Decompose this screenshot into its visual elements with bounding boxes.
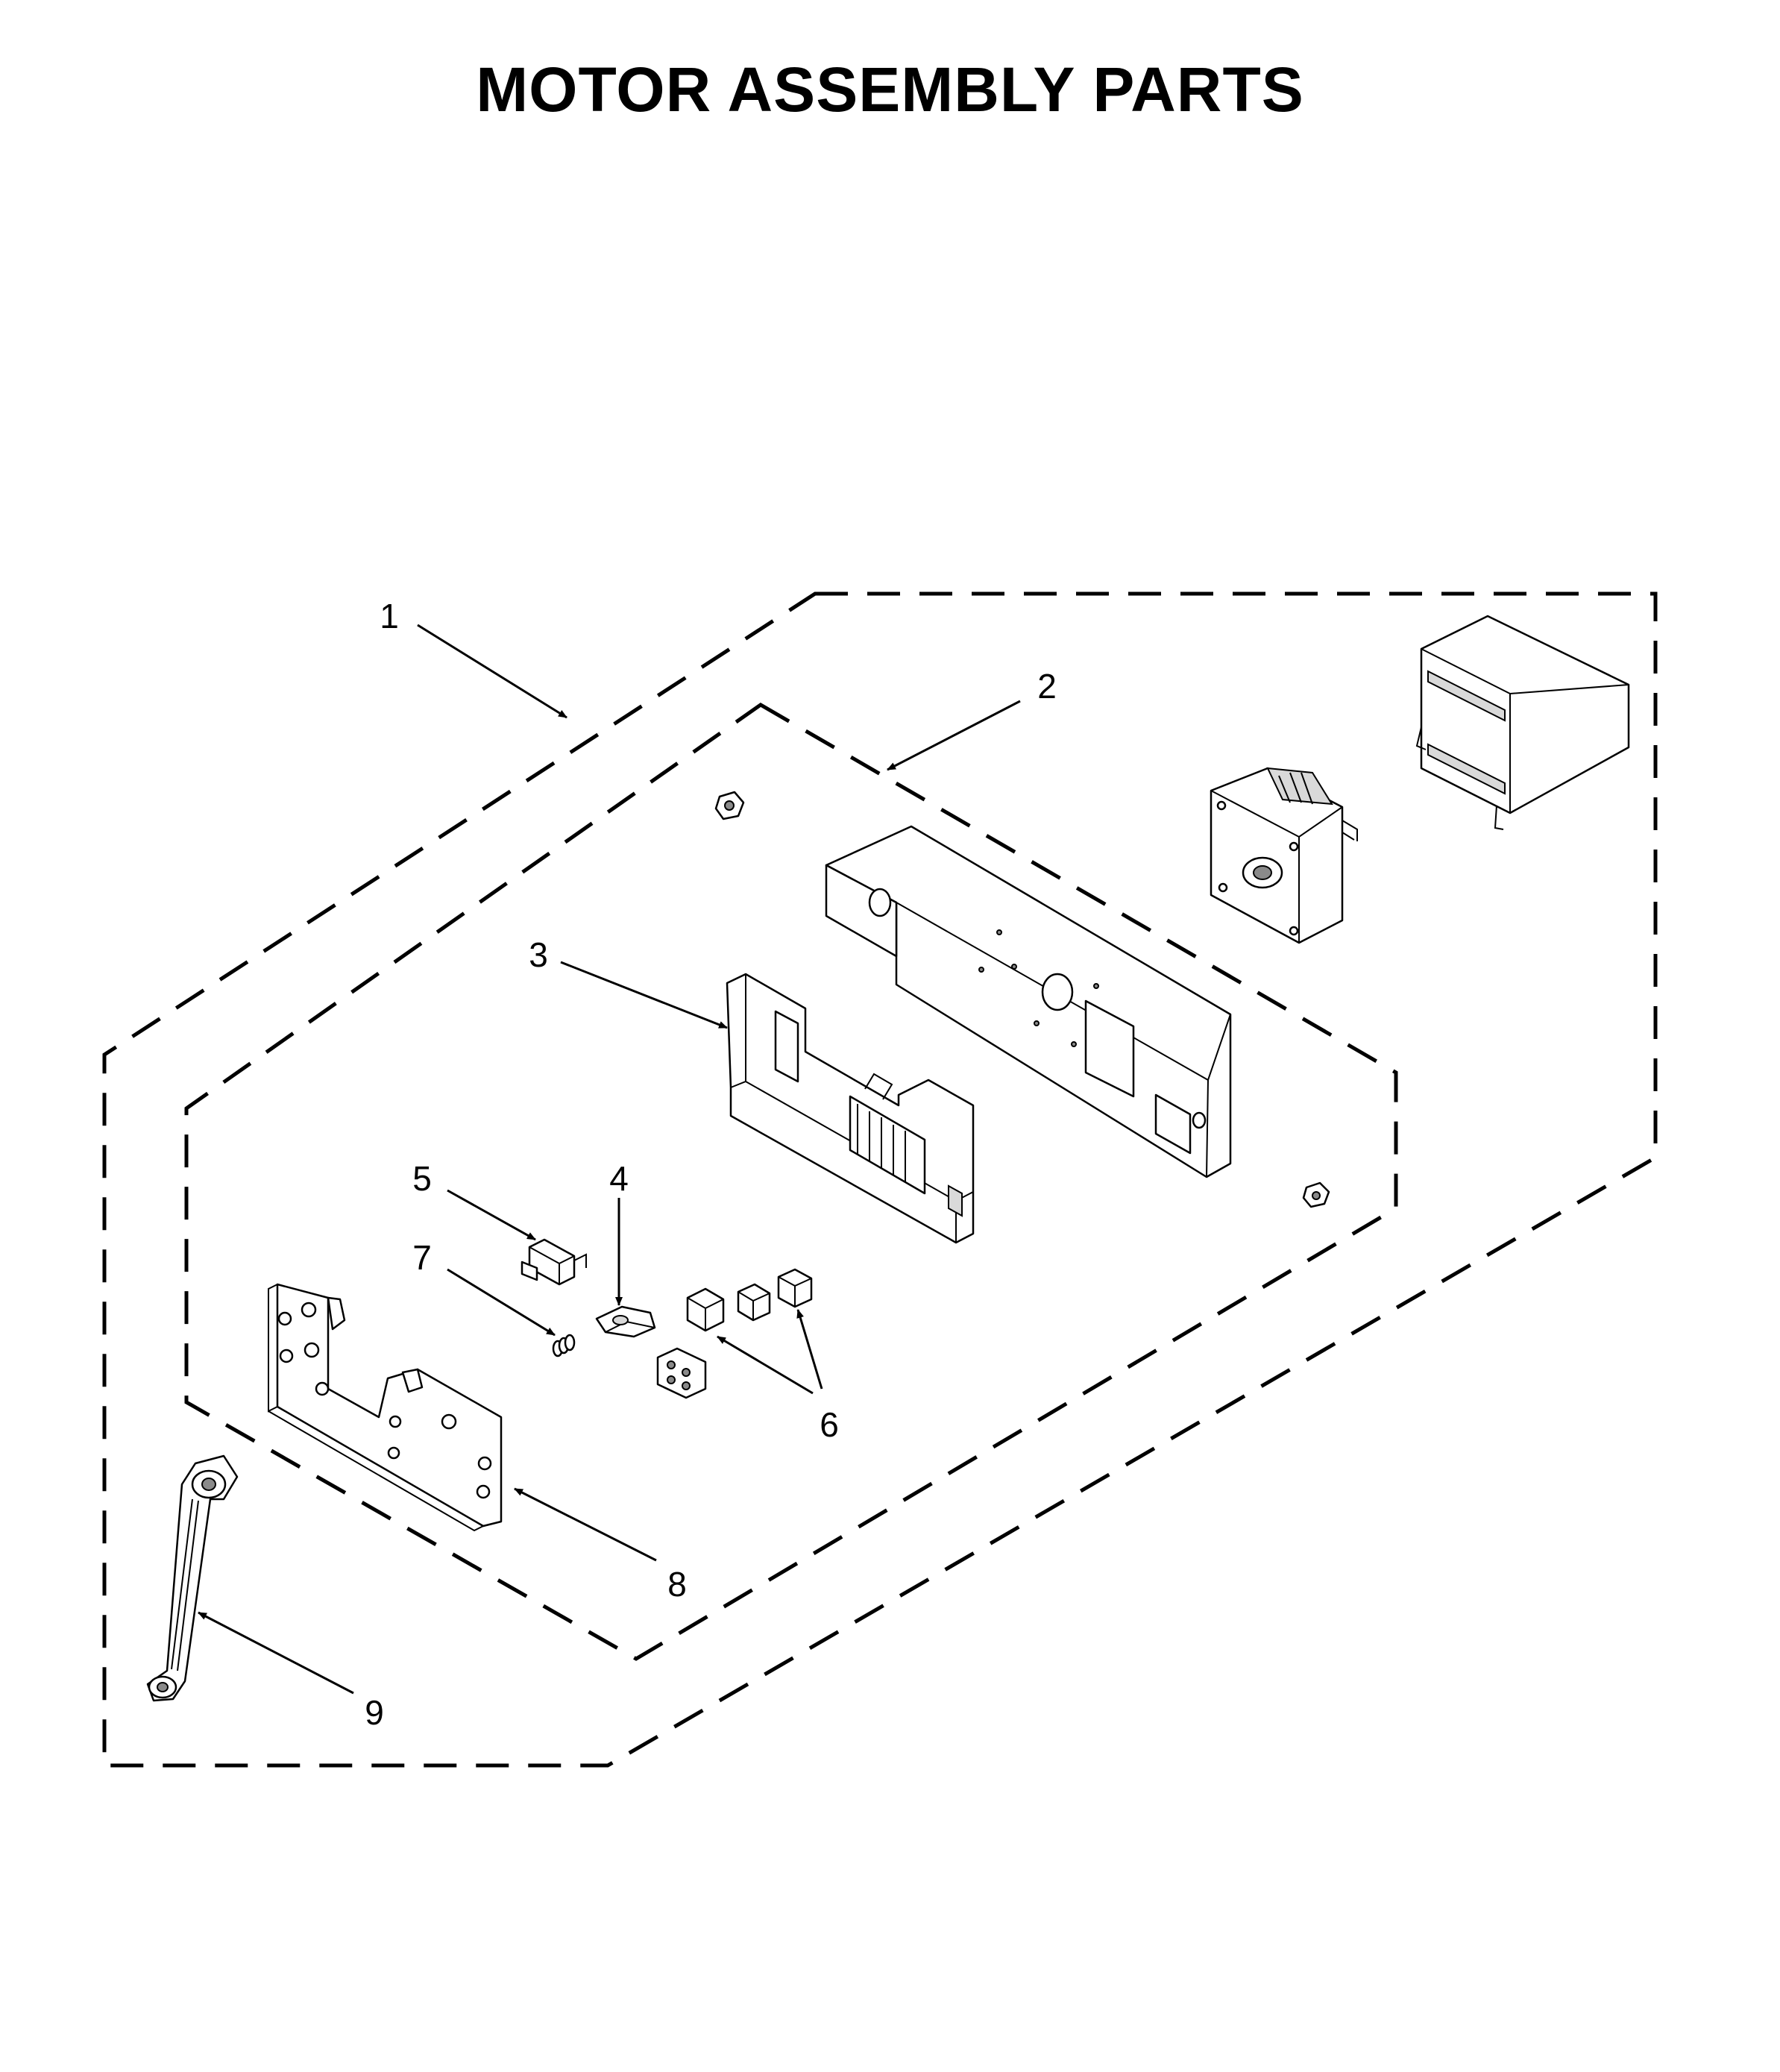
leader-8	[514, 1487, 657, 1562]
leader-3	[560, 961, 728, 1029]
part-8-mounting-plate	[268, 1283, 503, 1532]
leader-2	[887, 700, 1021, 771]
callout-8: 8	[667, 1565, 687, 1604]
page-title: MOTOR ASSEMBLY PARTS	[476, 54, 1304, 125]
callout-2: 2	[1037, 667, 1057, 706]
hex-nut-lower	[1302, 1181, 1330, 1208]
leader-1	[417, 624, 567, 719]
callout-4: 4	[609, 1159, 629, 1198]
part-4-actuator-lever	[595, 1305, 656, 1338]
part-6-switches	[656, 1268, 813, 1399]
gear-motor	[1210, 767, 1358, 944]
leader-6b	[796, 1309, 823, 1390]
callout-5: 5	[412, 1159, 432, 1198]
leader-6a	[717, 1335, 814, 1395]
callout-1: 1	[380, 597, 399, 635]
callout-6: 6	[820, 1405, 839, 1444]
leader-9	[198, 1611, 354, 1695]
callout-3: 3	[529, 935, 548, 974]
motor-housing-cover	[1415, 615, 1630, 830]
hex-nut-upper	[714, 791, 745, 820]
leader-5	[447, 1189, 536, 1241]
assembly-2-outline	[184, 703, 1398, 1661]
part-5-microswitch	[521, 1238, 587, 1286]
part-9-linkage-rod	[146, 1454, 239, 1702]
leader-7	[447, 1268, 556, 1337]
part-2-motor-bracket	[825, 825, 1232, 1178]
part-3-switch-housing	[726, 973, 975, 1244]
assembly-1-outline	[102, 591, 1658, 1768]
callout-7: 7	[412, 1238, 432, 1277]
part-7-spring	[552, 1334, 576, 1357]
callout-9: 9	[365, 1693, 384, 1732]
